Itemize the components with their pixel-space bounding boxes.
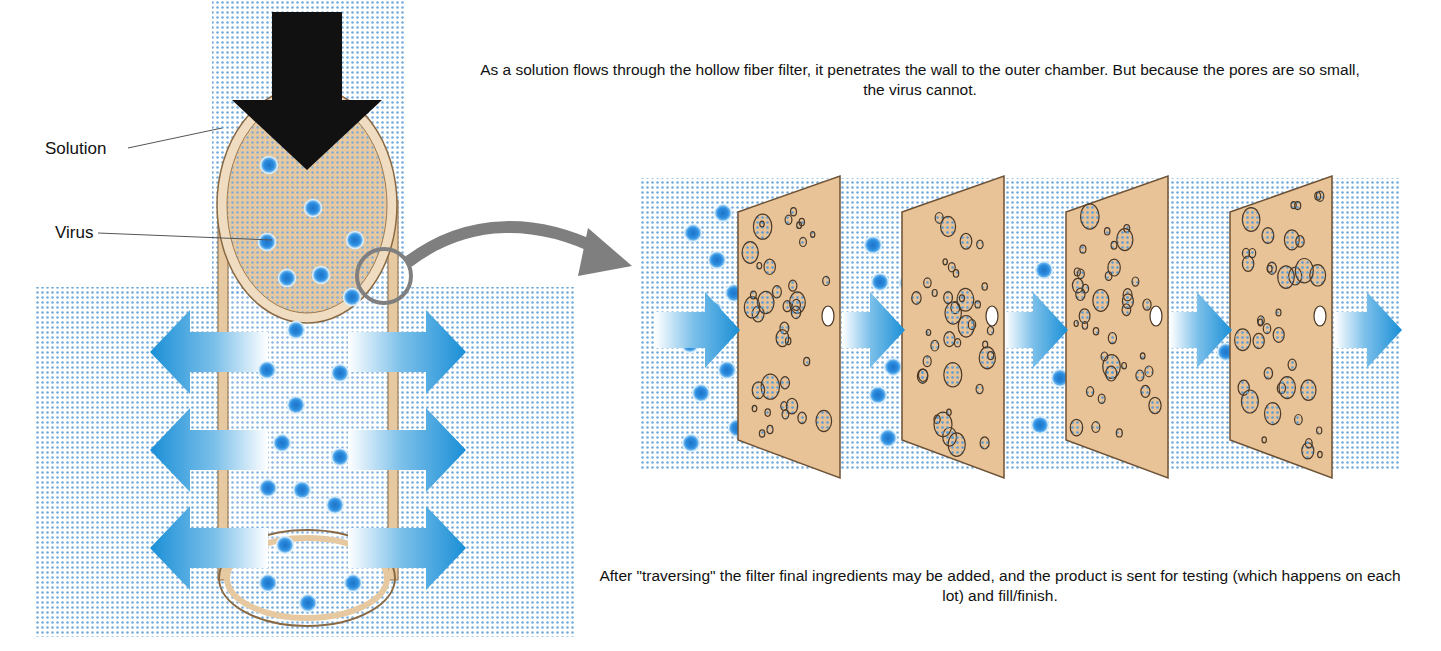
- virus: [1036, 262, 1053, 279]
- virus: [719, 362, 736, 379]
- note-text: As a solution flows through the hollow f…: [470, 60, 1370, 100]
- outflow-arrow: [348, 310, 466, 394]
- zoom-arrow: [408, 227, 600, 262]
- virus: [277, 537, 294, 554]
- virus: [1032, 417, 1049, 434]
- tube-wall: [388, 200, 398, 580]
- virus: [294, 482, 311, 499]
- virus: [865, 237, 882, 254]
- part-label: Solution: [45, 138, 135, 160]
- virus: [300, 595, 317, 612]
- virus: [709, 252, 726, 269]
- flow-arrow: [232, 12, 382, 170]
- virus: [880, 430, 897, 447]
- virus: [260, 575, 277, 592]
- virus: [332, 365, 349, 382]
- flow-arrow: [655, 292, 740, 368]
- virus: [347, 232, 364, 249]
- outflow-arrow: [348, 506, 466, 590]
- outflow-arrow: [150, 408, 268, 492]
- filter-membrane: [1230, 176, 1332, 478]
- virus: [327, 497, 344, 514]
- outflow-arrow: [348, 408, 466, 492]
- virus: [345, 575, 362, 592]
- virus: [313, 267, 330, 284]
- virus: [274, 435, 291, 452]
- virus: [693, 385, 710, 402]
- virus: [288, 322, 305, 339]
- outflow-arrow: [150, 506, 268, 590]
- filter-membrane: [1066, 176, 1168, 478]
- filter-membrane: [738, 176, 840, 478]
- virus: [260, 480, 277, 497]
- leader-line: [98, 233, 272, 240]
- virus: [259, 234, 276, 251]
- virus: [344, 289, 361, 306]
- virus: [279, 270, 296, 287]
- zoom-circle: [357, 249, 411, 303]
- virus: [870, 387, 887, 404]
- virus: [715, 205, 732, 222]
- virus: [872, 274, 889, 291]
- virus: [685, 225, 702, 242]
- note-text: After "traversing" the filter final ingr…: [590, 566, 1410, 606]
- virus: [885, 359, 902, 376]
- virus: [332, 449, 349, 466]
- virus: [683, 435, 700, 452]
- virus: [305, 200, 322, 217]
- outflow-arrow: [150, 310, 268, 394]
- virus: [259, 362, 276, 379]
- flow-arrow: [1170, 292, 1232, 368]
- flow-arrow: [842, 292, 905, 368]
- flow-arrow: [1005, 292, 1068, 368]
- virus: [288, 397, 305, 414]
- part-label: Virus: [55, 222, 115, 244]
- virus: [261, 157, 278, 174]
- flow-arrow: [1335, 292, 1402, 368]
- filter-membrane: [902, 176, 1004, 478]
- leader-line: [128, 128, 222, 148]
